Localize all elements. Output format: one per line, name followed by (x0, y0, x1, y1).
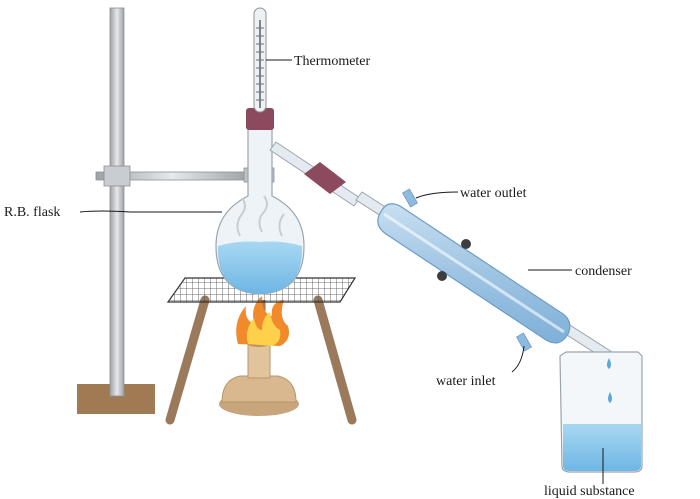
delivery-side-arm (269, 141, 361, 207)
distillate-drop (608, 392, 612, 403)
collecting-beaker (559, 351, 643, 473)
distillate-drop-falling (607, 358, 611, 369)
label-water-inlet: water inlet (436, 374, 496, 389)
burner-flame (236, 296, 289, 346)
label-thermometer: Thermometer (294, 54, 371, 69)
vapour-wisps (236, 195, 285, 237)
condenser-clamp-bottom (437, 271, 447, 281)
label-water-outlet: water outlet (460, 186, 527, 201)
thermometer-icon (253, 7, 267, 113)
flask-stopper (246, 108, 274, 130)
label-rb-flask: R.B. flask (4, 205, 60, 220)
water-inlet-nozzle (515, 332, 533, 352)
leader-lines (79, 59, 604, 484)
condenser-clamp-top (461, 239, 471, 249)
clamp-boss (103, 165, 131, 187)
bunsen-burner (219, 341, 299, 416)
round-bottom-flask (215, 127, 305, 295)
stand-rod (109, 7, 125, 397)
label-condenser: condenser (575, 264, 632, 279)
liebig-condenser (355, 188, 613, 361)
label-liquid-substance: liquid substance (544, 484, 635, 499)
water-outlet-nozzle (401, 188, 419, 208)
